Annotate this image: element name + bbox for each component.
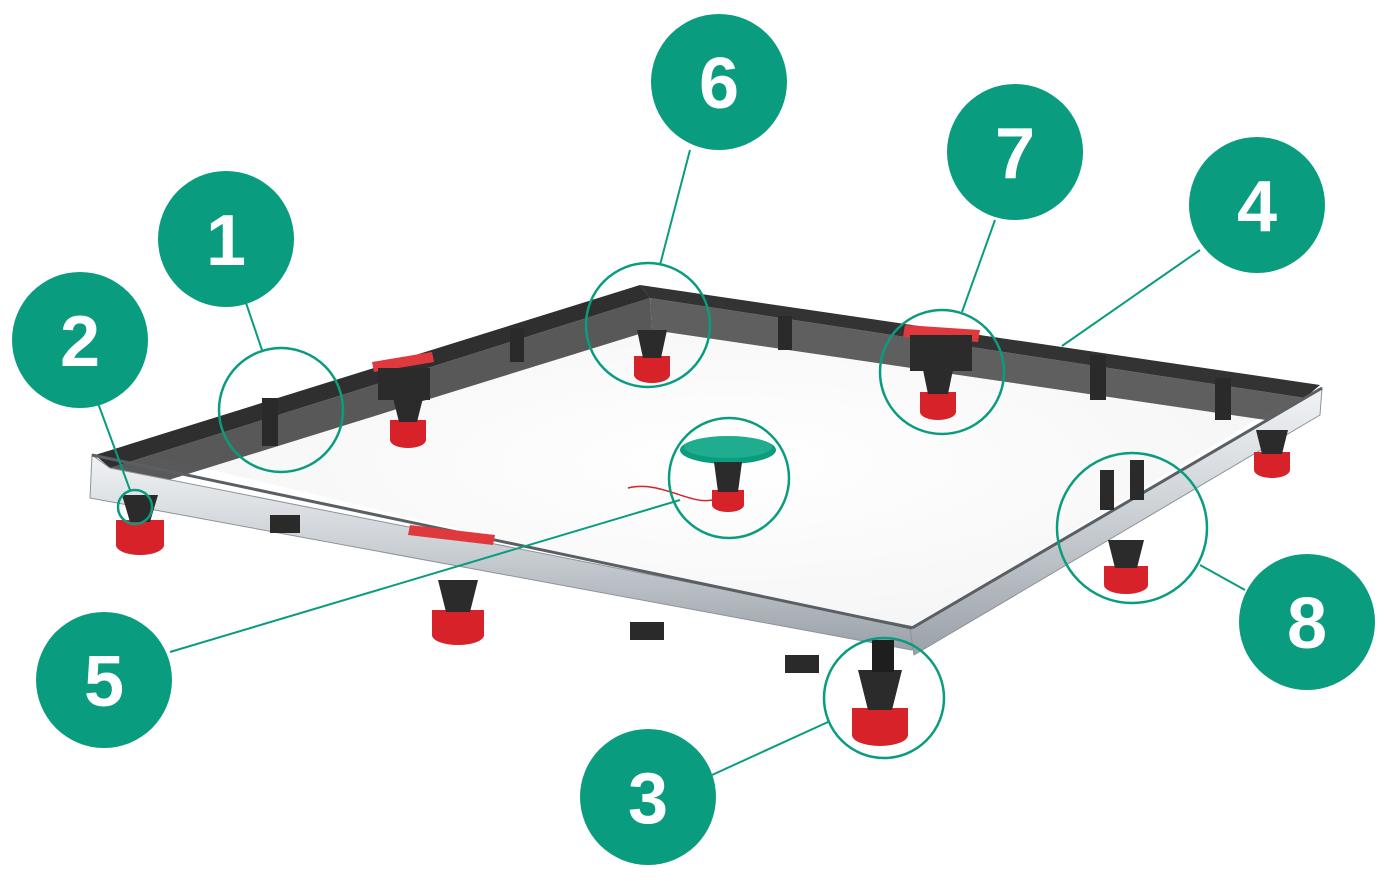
callout-badge-circle bbox=[12, 272, 148, 408]
bracket-top-left-pad bbox=[378, 335, 972, 400]
callout-badge-6: 6 bbox=[651, 14, 787, 150]
callout-number: 5 bbox=[84, 642, 124, 722]
foot-front-corner bbox=[852, 640, 908, 746]
callout-badge-circle bbox=[947, 84, 1083, 220]
callout-badge-circle bbox=[1239, 554, 1375, 690]
foot-back-center bbox=[634, 330, 670, 383]
detail-circles bbox=[116, 261, 1209, 760]
callout-number: 4 bbox=[1237, 167, 1277, 247]
callout-badge-5: 5 bbox=[36, 612, 172, 748]
callout-badge-1: 1 bbox=[158, 171, 294, 307]
foot-right-middle bbox=[1104, 540, 1148, 594]
callout-badge-4: 4 bbox=[1189, 137, 1325, 273]
callout-number: 6 bbox=[699, 44, 739, 124]
callout-badge-circle bbox=[1189, 137, 1325, 273]
callout-badge-circle bbox=[580, 729, 716, 865]
callout-number: 3 bbox=[628, 759, 668, 839]
leader-lines bbox=[94, 149, 1246, 776]
adjustable-feet bbox=[116, 330, 1290, 746]
callout-badge-circle bbox=[158, 171, 294, 307]
callout-badge-circle bbox=[651, 14, 787, 150]
foot-back-left bbox=[390, 398, 426, 448]
callout-badge-3: 3 bbox=[580, 729, 716, 865]
foot-front-middle bbox=[432, 580, 484, 645]
foot-right-rear bbox=[1254, 430, 1290, 478]
callout-number: 1 bbox=[206, 201, 246, 281]
foot-back-right bbox=[920, 365, 956, 420]
foot-center-plate bbox=[627, 436, 776, 512]
callout-badge-7: 7 bbox=[947, 84, 1083, 220]
callout-badge-circle bbox=[36, 612, 172, 748]
callout-number: 2 bbox=[60, 302, 100, 382]
callout-number: 8 bbox=[1287, 584, 1327, 664]
callout-number: 7 bbox=[995, 114, 1035, 194]
callout-badges: 1 2 3 4 5 6 7 8 bbox=[12, 14, 1375, 865]
rail-brackets bbox=[262, 316, 1231, 673]
callout-badge-8: 8 bbox=[1239, 554, 1375, 690]
callout-badge-2: 2 bbox=[12, 272, 148, 408]
